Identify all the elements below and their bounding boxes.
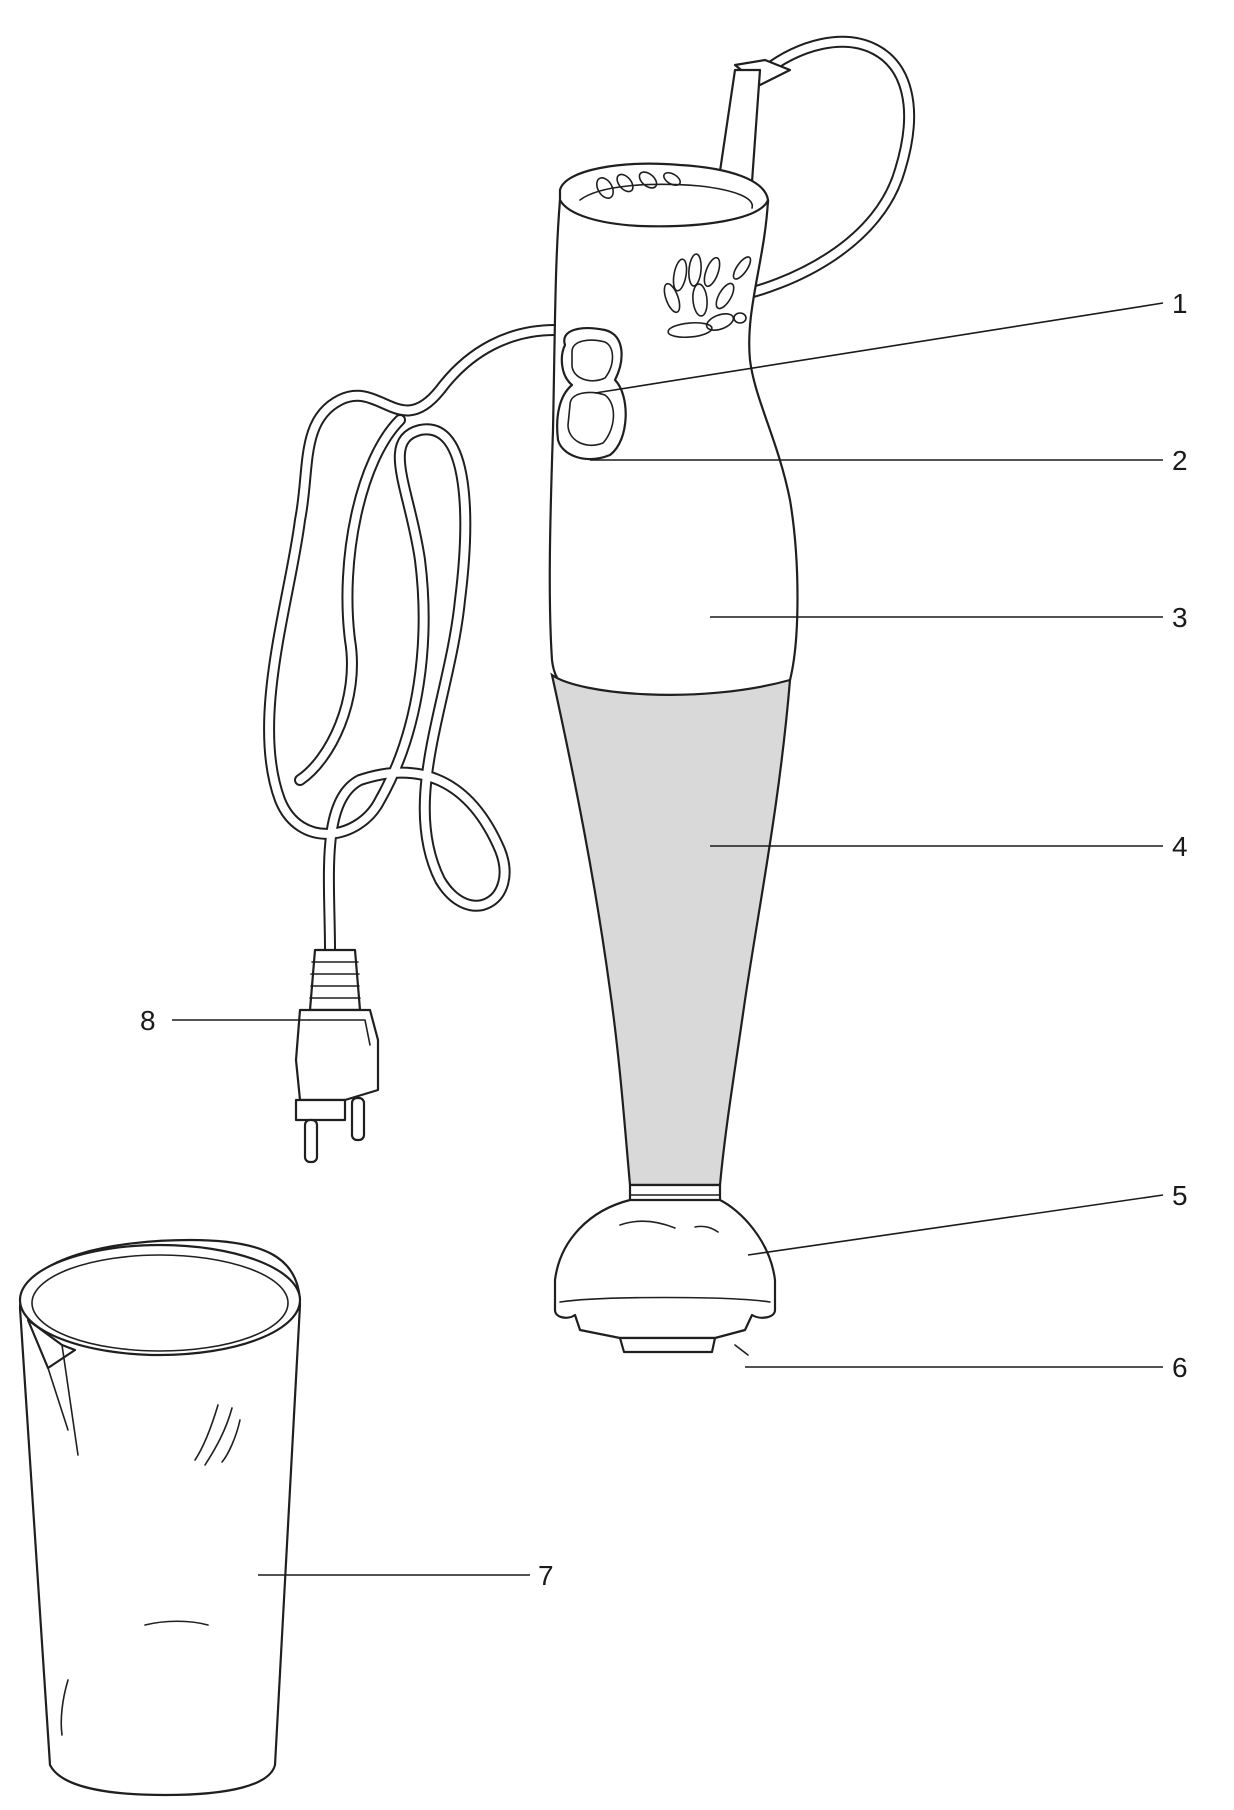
measuring-beaker (18, 1238, 302, 1797)
mains-plug (294, 948, 380, 1164)
control-buttons (556, 327, 627, 460)
leader-line-5 (747, 1194, 1164, 1256)
callout-number-2: 2 (1172, 445, 1188, 476)
blade-guard (553, 1198, 777, 1340)
blade (618, 1336, 749, 1356)
callout-number-6: 6 (1172, 1352, 1188, 1383)
leaf-decoration (663, 253, 752, 339)
power-cord (263, 35, 916, 956)
callout-numbers: 1 2 3 4 5 6 7 8 (140, 288, 1188, 1591)
callout-number-3: 3 (1172, 602, 1188, 633)
leader-line-1 (594, 302, 1164, 394)
leader-lines (172, 302, 1164, 1576)
callout-number-1: 1 (1172, 288, 1188, 319)
blending-shaft (550, 672, 792, 1207)
callout-number-5: 5 (1172, 1180, 1188, 1211)
callout-number-8: 8 (140, 1005, 156, 1036)
motor-unit-body (548, 58, 799, 704)
callout-number-4: 4 (1172, 831, 1188, 862)
callout-number-7: 7 (538, 1560, 554, 1591)
